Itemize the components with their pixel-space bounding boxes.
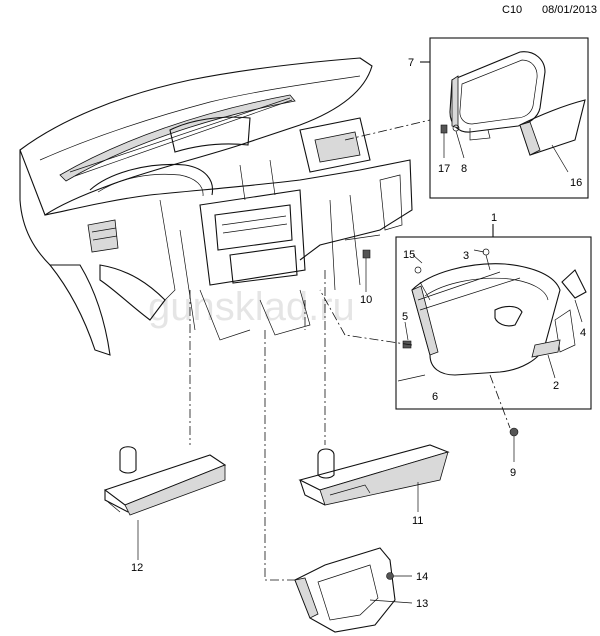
- airbag-module-part-7: [449, 51, 546, 141]
- diagram-date: 08/01/2013: [542, 4, 598, 16]
- inset-box-7: [429, 37, 589, 199]
- knee-bolster-part-11: [298, 444, 450, 506]
- callout-12: 12: [131, 562, 143, 574]
- fastener-10: [362, 249, 371, 285]
- callout-16: 16: [570, 177, 582, 189]
- callout-8: 8: [461, 163, 467, 175]
- callout-10: 10: [360, 294, 372, 306]
- screw-14: [386, 572, 412, 580]
- leader-lines: [137, 249, 583, 604]
- knee-bolster-part-12: [103, 446, 227, 516]
- callout-3: 3: [463, 250, 469, 262]
- screw-9: [509, 427, 519, 455]
- cover-part-16: [519, 99, 586, 156]
- glove-box-assembly: [411, 263, 576, 376]
- callout-4: 4: [580, 327, 586, 339]
- callout-17: 17: [438, 163, 450, 175]
- callout-1: 1: [491, 212, 497, 224]
- fasteners-8-17: [440, 124, 569, 173]
- instrument-panel: [19, 57, 413, 356]
- callout-9: 9: [510, 467, 516, 479]
- callout-14: 14: [416, 571, 428, 583]
- callout-5: 5: [402, 311, 408, 323]
- callout-labels: 7 1 17 8 16 15 3 5 4 2 6 10 9 11 12 14 1…: [131, 57, 586, 610]
- callout-6: 6: [432, 391, 438, 403]
- callout-2: 2: [553, 380, 559, 392]
- diagram-code: C10: [502, 4, 523, 16]
- callout-7: 7: [408, 57, 414, 69]
- callout-15: 15: [403, 249, 415, 261]
- callout-11: 11: [412, 515, 423, 527]
- watermark: gunsklad.ru: [148, 285, 355, 329]
- callout-13: 13: [416, 598, 428, 610]
- console-trim-part-13: [294, 547, 396, 633]
